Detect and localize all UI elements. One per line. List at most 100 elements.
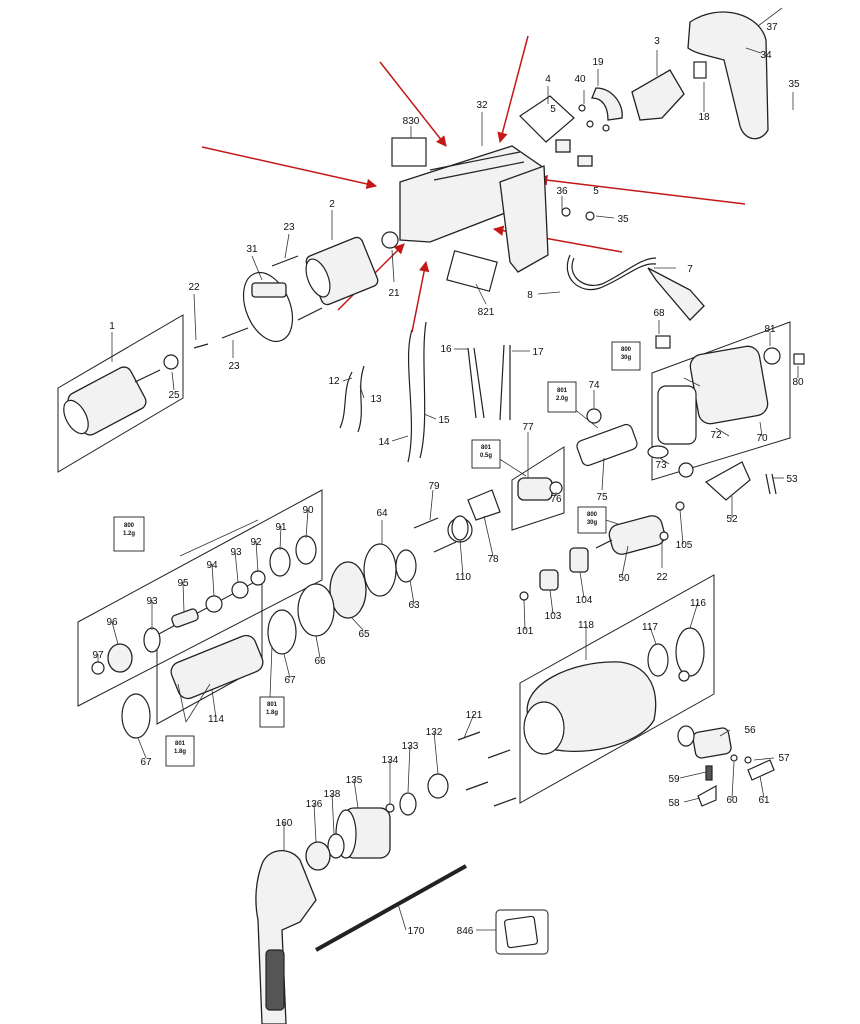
callout: 68 [653,308,665,319]
armature-part [63,354,179,436]
svg-text:1.8g: 1.8g [266,710,278,716]
brush-plate-part [242,272,294,342]
callout: 8 [527,290,533,301]
wire-parts [339,321,511,463]
callout: 117 [642,622,658,633]
cylinder-part [576,408,694,478]
callout: 19 [592,57,604,68]
callout: 7 [687,264,693,275]
grease-label: 800 1.2g [113,516,145,552]
svg-text:800: 800 [124,523,135,529]
grease-label: 801 1.8g [165,735,195,767]
svg-text:801: 801 [175,741,186,747]
callout: 74 [588,380,600,391]
callout: 60 [726,795,738,806]
callout: 78 [487,554,499,565]
callout: 821 [478,307,495,318]
svg-text:800: 800 [587,512,598,518]
svg-text:801: 801 [267,702,278,708]
callout: 121 [466,710,483,721]
callout: 91 [275,522,287,533]
callout: 14 [378,437,390,448]
callout: 97 [92,650,104,661]
grease-labels: 800 30g 801 2.0g 801 0.5g 800 1.2g 800 3… [113,341,641,767]
callout: 34 [760,50,772,61]
callout: 132 [426,727,443,738]
tool-holder-part [121,609,297,739]
svg-text:1.2g: 1.2g [123,531,135,537]
callout: 61 [758,795,770,806]
callout: 101 [517,626,534,637]
svg-text:0.5g: 0.5g [480,453,492,459]
callout: 96 [106,617,118,628]
grease-label: 800 30g [611,341,641,371]
callout: 134 [382,755,399,766]
callout: 58 [668,798,680,809]
callout: 57 [778,753,790,764]
callout: 135 [346,775,363,786]
callout: 32 [476,100,488,111]
chuck-parts [305,773,449,871]
callout: 5 [593,186,599,197]
callout: 53 [786,474,798,485]
callout: 3 [654,36,660,47]
svg-text:800: 800 [621,347,632,353]
callout: 16 [440,344,452,355]
callout: 80 [792,377,804,388]
callout: 92 [250,537,262,548]
callout: 136 [306,799,323,810]
callout: 110 [455,572,471,583]
callout: 22 [188,282,200,293]
callout: 4 [545,74,551,85]
callout: 31 [246,244,258,255]
callout: 15 [438,415,450,426]
callout: 50 [618,573,630,584]
callout: 118 [578,620,594,631]
callout: 21 [388,288,400,299]
callout: 52 [726,514,738,525]
cable-part [566,254,657,291]
callout: 160 [276,818,293,829]
callout: 12 [328,376,340,387]
callout: 138 [324,789,341,800]
svg-text:801: 801 [557,388,568,394]
callout: 37 [766,22,778,33]
parts-bag [503,915,539,949]
callout: 77 [522,422,534,433]
gear-housing-part [655,335,805,445]
group-frames [57,314,791,955]
grease-label: 801 2.0g [547,381,577,413]
clutch-parts [297,515,469,637]
callout: 105 [676,540,693,551]
cable-sleeve-part [647,267,705,321]
callout: 17 [532,347,544,358]
callout: 18 [698,112,710,123]
callout: 70 [756,433,768,444]
callout: 81 [764,324,776,335]
grease-label: 801 1.8g [259,696,285,728]
selector-parts [677,725,775,807]
side-handle-part [255,850,317,1024]
small-gear-parts [519,547,589,601]
grease-label: 800 30g [577,506,607,534]
callout: 94 [206,560,218,571]
callout: 63 [408,600,420,611]
svg-text:1.8g: 1.8g [174,749,186,755]
leader-lines [97,7,799,931]
callout: 95 [177,578,189,589]
callout: 40 [574,74,586,85]
callout: 5 [550,104,556,115]
grease-label: 801 0.5g [471,439,501,469]
motor-housing-part [391,137,549,292]
callout: 59 [668,774,680,785]
callout: 846 [457,926,474,937]
callout: 13 [370,394,382,405]
callouts: 1 2 3 4 5 5 7 8 12 13 14 15 16 17 18 19 … [92,22,804,937]
callout: 76 [550,494,562,505]
callout: 1 [109,321,115,332]
gear-case-part [457,627,705,807]
callout: 67 [284,675,296,686]
callout: 104 [576,595,593,606]
callout: 73 [655,460,667,471]
